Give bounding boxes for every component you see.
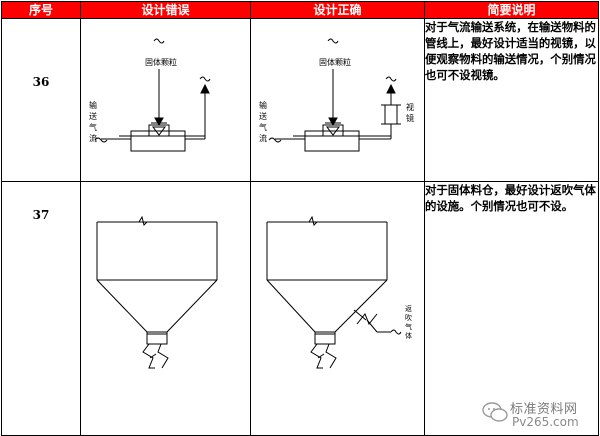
- right-design-figure-37: [250, 181, 425, 436]
- table-row: 37: [1, 181, 599, 436]
- silo-right-diagram: [266, 215, 402, 369]
- row-number: 37: [1, 181, 81, 436]
- flow-label-right-36: 输送气流: [259, 101, 267, 143]
- wrong-design-figure-36: 固体颗粒: [80, 18, 251, 182]
- row-number: 36: [1, 18, 81, 182]
- flow-label-wrong-36: 输送气流: [89, 101, 97, 143]
- solid-particles-label: 固体颗粒: [319, 57, 351, 67]
- watermark: 标准资料网 Pv265.com: [478, 397, 596, 433]
- header-note: 简要说明: [424, 1, 599, 19]
- solid-particles-label: 固体颗粒: [145, 57, 177, 67]
- pneumatic-line-wrong-diagram: 固体颗粒: [94, 38, 211, 152]
- right-design-figure-36: 固体颗粒: [250, 18, 425, 182]
- header-no: 序号: [1, 1, 81, 19]
- silo-wrong-diagram: [96, 215, 218, 369]
- watermark-url: Pv265.com: [512, 415, 579, 429]
- back-blow-gas-label-37: 返吹气体: [405, 305, 412, 340]
- pneumatic-line-right-diagram: 固体颗粒: [268, 38, 401, 152]
- note-37: 对于固体料仓，最好设计返吹气体的设施。个别情况也可不设。: [424, 181, 599, 436]
- watermark-text: 标准资料网: [510, 402, 578, 417]
- wechat-icon: [482, 402, 508, 422]
- header-wrong: 设计错误: [80, 1, 251, 19]
- wrong-design-figure-37: [80, 181, 251, 436]
- header-row: 序号 设计错误 设计正确 简要说明: [1, 1, 599, 19]
- note-36: 对于气流输送系统，在输送物料的管线上，最好设计适当的视镜，以便观察物料的输送情况…: [424, 18, 599, 182]
- header-right: 设计正确: [250, 1, 425, 19]
- sight-glass-label: 视镜: [406, 103, 414, 123]
